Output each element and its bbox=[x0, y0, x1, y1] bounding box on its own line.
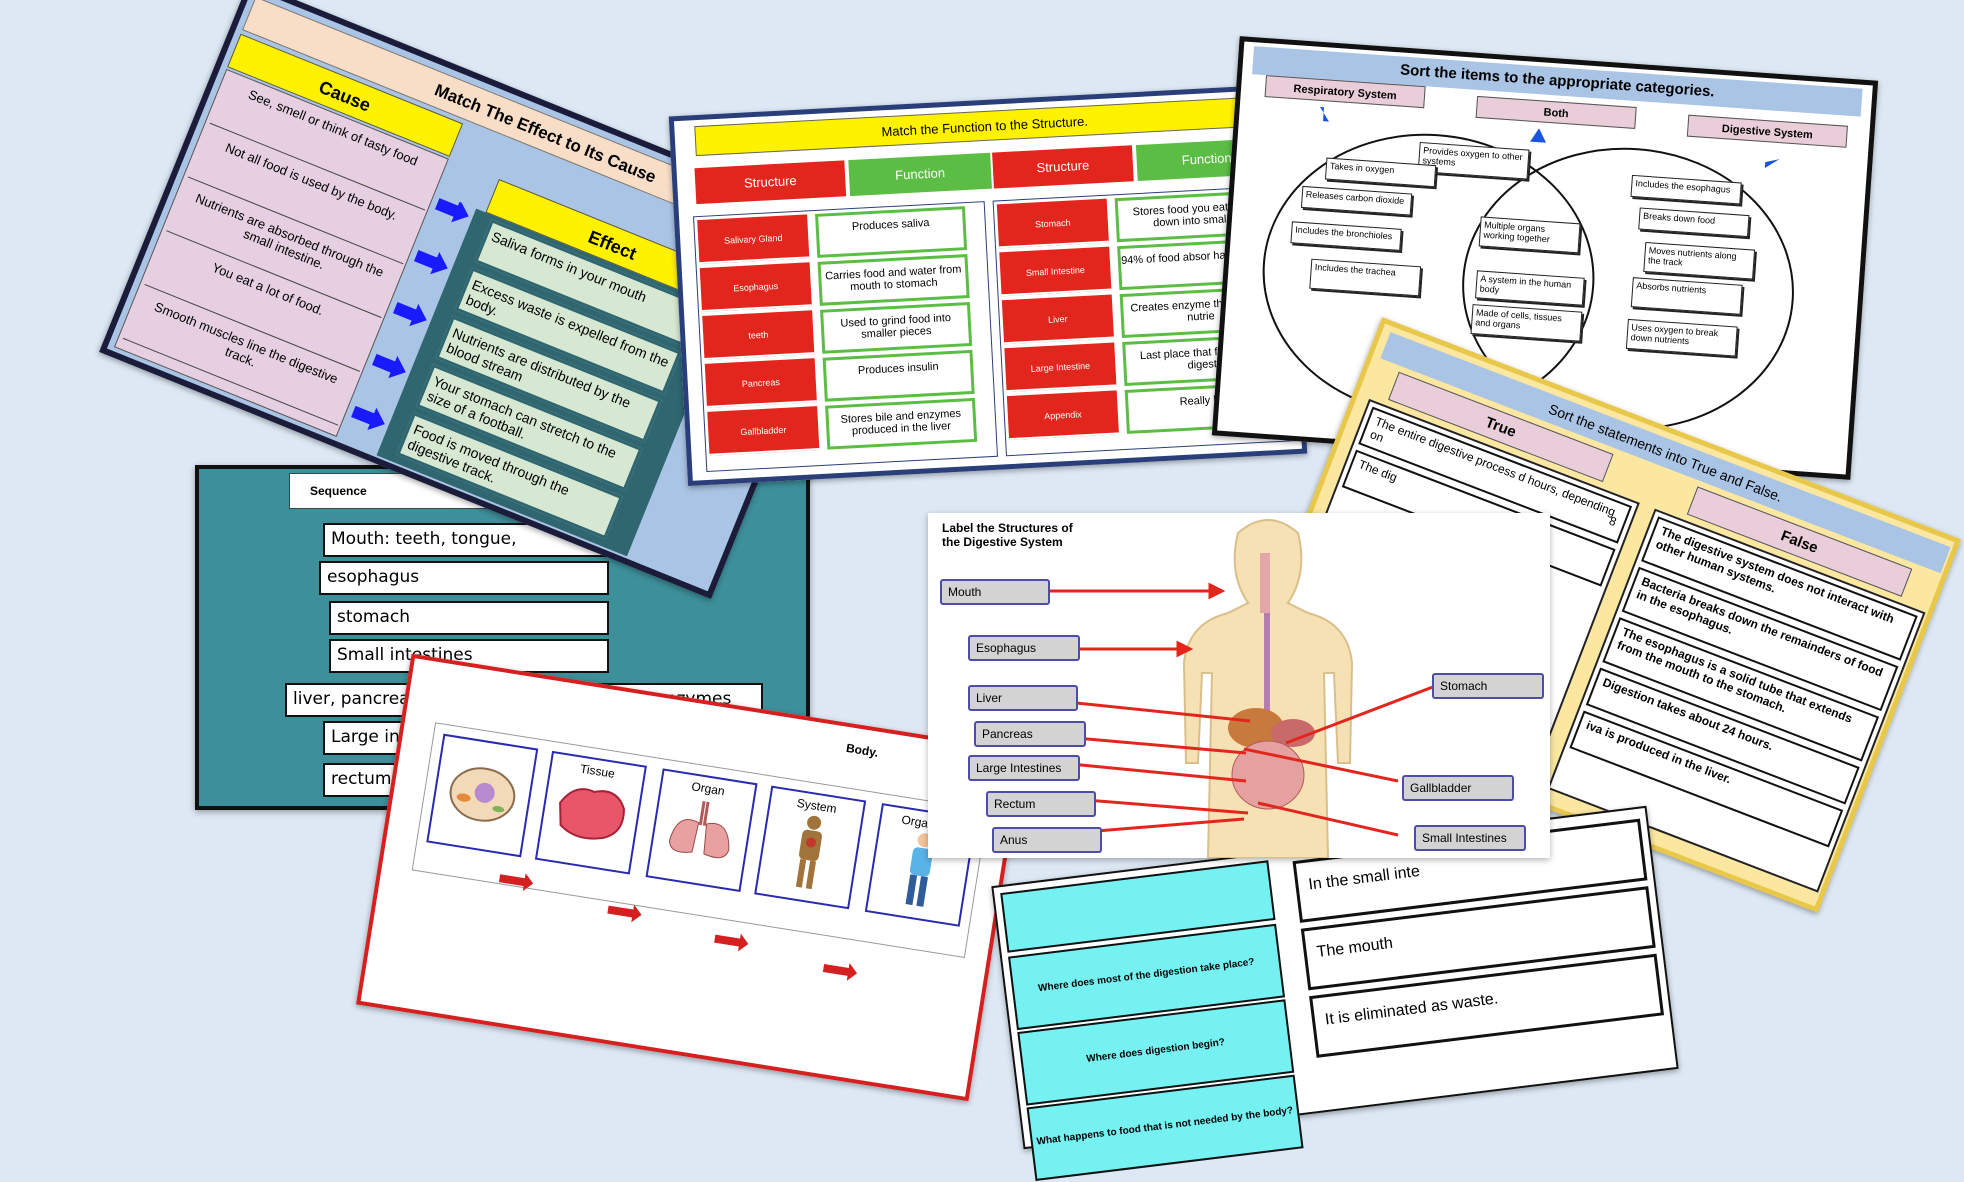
label-slide-title: Label the Structures of the Digestive Sy… bbox=[942, 521, 1073, 549]
person-icon bbox=[905, 833, 933, 907]
function-cell[interactable]: Stores bile and enzymes produced in the … bbox=[825, 397, 978, 450]
tissue-icon bbox=[559, 788, 625, 840]
structure-cell: Esophagus bbox=[699, 262, 812, 313]
structure-cell: Stomach bbox=[996, 198, 1109, 249]
level-card-system[interactable]: System bbox=[754, 785, 867, 910]
label-liver[interactable]: Liver bbox=[968, 685, 1078, 711]
levels-slide: Body. Tissue Organ System Organism bbox=[356, 653, 1024, 1102]
function-cell[interactable]: Used to grind food into smaller pieces bbox=[820, 301, 973, 354]
label-gallbladder[interactable]: Gallbladder bbox=[1402, 775, 1514, 801]
structure-header: Structure bbox=[694, 160, 847, 205]
level-card-organism[interactable]: Organism bbox=[864, 803, 977, 927]
level-card-organ[interactable]: Organ bbox=[645, 768, 758, 893]
body-system-icon bbox=[795, 815, 822, 890]
structure-header: Structure bbox=[992, 145, 1134, 189]
function-cell[interactable]: Produces saliva bbox=[815, 206, 968, 258]
lungs-icon bbox=[669, 801, 730, 859]
structure-cell: Large Intestine bbox=[1004, 342, 1117, 393]
digestive-body-diagram bbox=[1182, 519, 1354, 858]
level-card-cell[interactable] bbox=[426, 733, 539, 858]
label-mouth[interactable]: Mouth bbox=[940, 579, 1050, 605]
label-esophagus[interactable]: Esophagus bbox=[968, 635, 1080, 661]
label-pancreas[interactable]: Pancreas bbox=[974, 721, 1086, 747]
structure-cell: teeth bbox=[702, 310, 815, 360]
sequence-step[interactable]: esophagus bbox=[319, 561, 609, 595]
label-large-intestines[interactable]: Large Intestines bbox=[968, 755, 1080, 781]
structure-cell: Appendix bbox=[1006, 390, 1119, 441]
label-digestive-slide: Label the Structures of the Digestive Sy… bbox=[928, 513, 1550, 858]
sequence-step[interactable]: stomach bbox=[329, 601, 609, 635]
structure-cell: Small Intestine bbox=[999, 246, 1112, 297]
structure-cell: Pancreas bbox=[704, 358, 817, 408]
cell-icon bbox=[449, 767, 516, 822]
label-rectum[interactable]: Rectum bbox=[986, 791, 1096, 817]
structure-cell: Gallbladder bbox=[707, 406, 820, 456]
cause-effect-slide: Match The Effect to Its Cause Cause See,… bbox=[99, 0, 861, 600]
label-small-intestines[interactable]: Small Intestines bbox=[1414, 825, 1526, 851]
function-header: Function bbox=[848, 152, 992, 197]
level-card-tissue[interactable]: Tissue bbox=[534, 750, 647, 875]
arrow-column bbox=[338, 194, 476, 459]
function-cell[interactable]: Produces insulin bbox=[822, 349, 975, 402]
arrow-icon bbox=[714, 934, 742, 947]
blue-arrows-icon bbox=[351, 198, 469, 430]
structure-cell: Liver bbox=[1001, 294, 1114, 345]
function-cell[interactable]: Carries food and water from mouth to sto… bbox=[817, 254, 970, 306]
label-anus[interactable]: Anus bbox=[992, 827, 1102, 853]
structure-cell: Salivary Gland bbox=[697, 214, 810, 265]
arrow-icon bbox=[607, 905, 635, 918]
label-stomach[interactable]: Stomach bbox=[1432, 673, 1544, 699]
levels-title: Body. bbox=[845, 740, 880, 760]
arrow-icon bbox=[822, 964, 850, 977]
